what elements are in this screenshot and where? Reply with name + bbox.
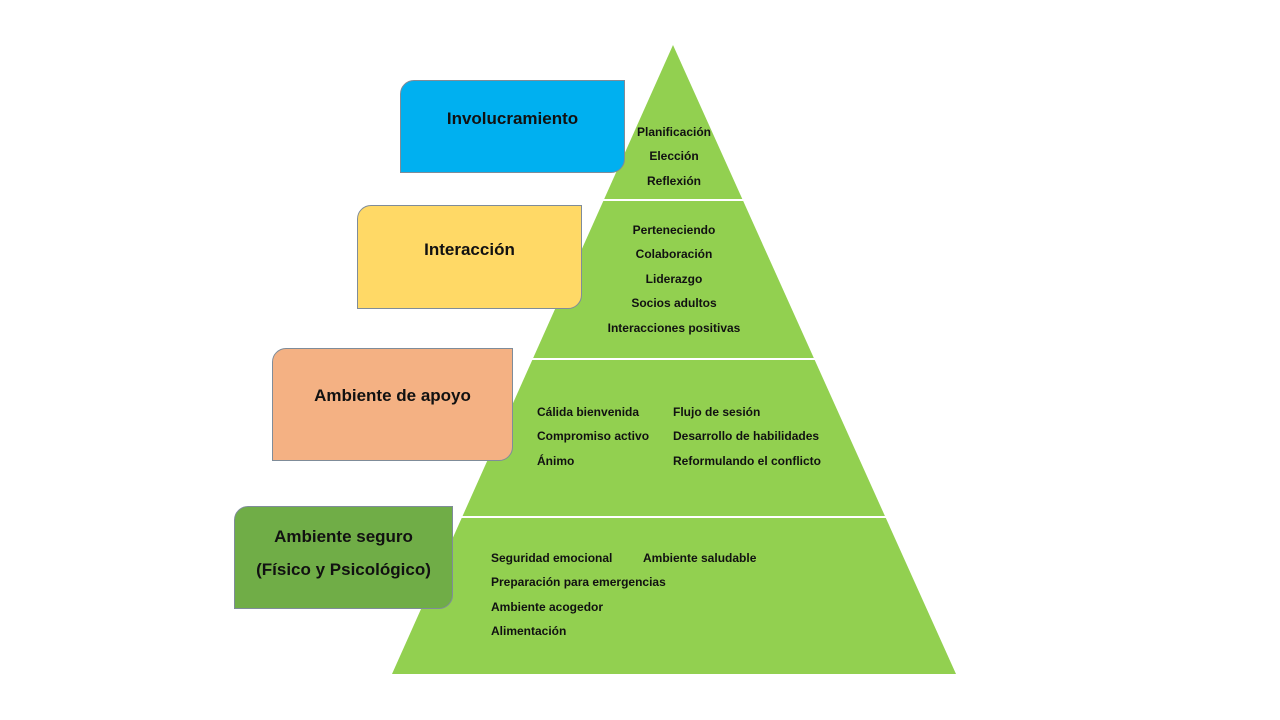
list-item: Preparación para emergencias: [491, 575, 666, 590]
level-title-ambiente-apoyo: Ambiente de apoyo: [314, 386, 471, 406]
list-item: Perteneciendo: [632, 223, 716, 237]
list-item: Flujo de sesión: [673, 405, 761, 419]
level-title-involucramiento: Involucramiento: [446, 109, 579, 129]
items-ambiente-apoyo-right: Flujo de sesión Desarrollo de habilidade…: [673, 400, 821, 473]
list-item: Ánimo: [537, 453, 575, 468]
list-item: Planificación: [636, 125, 712, 139]
list-item: Socios adultos: [631, 296, 717, 311]
list-item: Cálida bienvenida: [537, 405, 640, 419]
level-title-interaccion: Interacción: [424, 239, 515, 259]
list-item: Compromiso activo: [537, 429, 650, 444]
list-item: Ambiente acogedor: [491, 599, 604, 614]
items-ambiente-seguro-right: Ambiente saludable: [643, 546, 756, 570]
level-label-ambiente-apoyo: Ambiente de apoyo: [272, 348, 513, 461]
list-item: Elección: [649, 149, 699, 164]
list-item: Reflexión: [646, 173, 701, 188]
level-label-ambiente-seguro: Ambiente seguro (Físico y Psicológico): [234, 506, 453, 609]
list-item: Interacciones positivas: [607, 320, 741, 335]
items-involucramiento: Planificación Elección Reflexión: [624, 120, 724, 193]
items-ambiente-apoyo-left: Cálida bienvenida Compromiso activo Ánim…: [537, 400, 649, 473]
list-item: Desarrollo de habilidades: [673, 429, 820, 444]
list-item: Colaboración: [635, 247, 713, 262]
list-item: Ambiente saludable: [643, 551, 757, 565]
level-title-ambiente-seguro-line2: (Físico y Psicológico): [256, 559, 431, 579]
items-interaccion: Perteneciendo Colaboración Liderazgo Soc…: [594, 218, 754, 340]
level-title-ambiente-seguro-line1: Ambiente seguro: [274, 527, 413, 547]
level-label-involucramiento: Involucramiento: [400, 80, 625, 173]
list-item: Reformulando el conflicto: [673, 453, 822, 468]
level-label-interaccion: Interacción: [357, 205, 582, 309]
list-item: Alimentación: [491, 624, 567, 639]
list-item: Seguridad emocional: [491, 551, 613, 565]
items-ambiente-seguro-left: Seguridad emocional Preparación para eme…: [491, 546, 666, 644]
list-item: Liderazgo: [645, 271, 703, 286]
